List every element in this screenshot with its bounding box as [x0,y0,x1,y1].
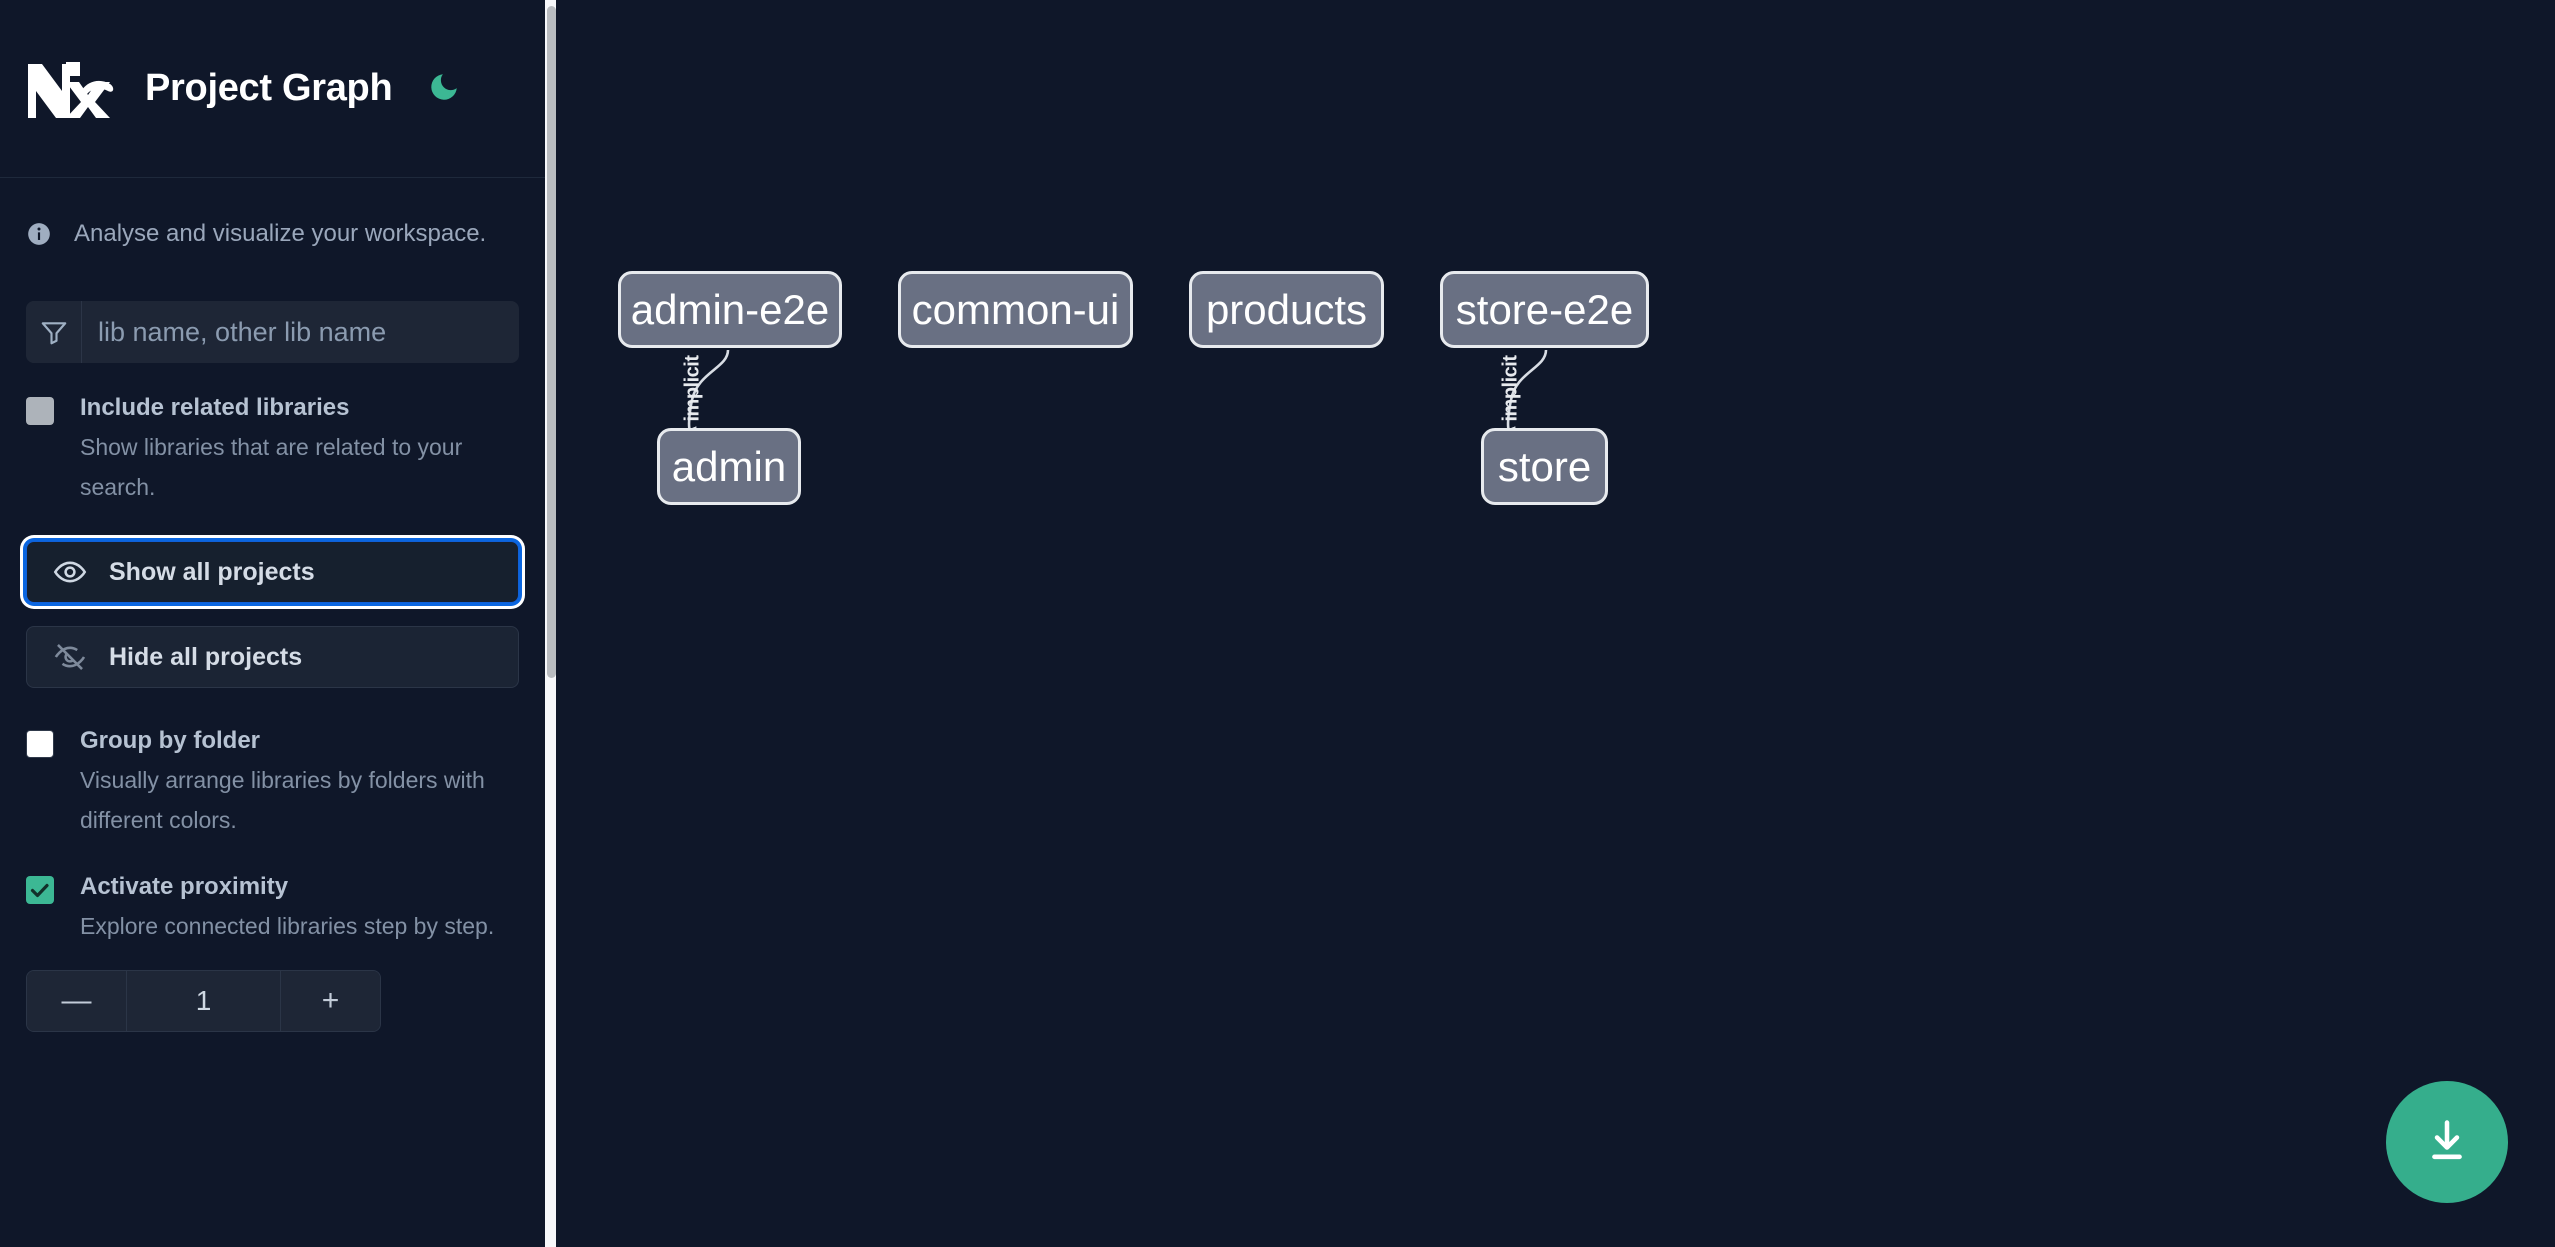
proximity-increment-button[interactable]: + [280,971,380,1031]
option-group-by-folder[interactable]: Group by folder Visually arrange librari… [0,726,545,840]
proximity-decrement-button[interactable]: — [27,971,127,1031]
theme-toggle-button[interactable] [422,67,466,111]
graph-edges [679,349,1548,447]
tagline: Analyse and visualize your workspace. [0,178,545,290]
show-all-projects-button[interactable]: Show all projects [26,541,519,603]
edge-label-implicit: implicit [1499,355,1522,422]
option-title: Activate proximity [80,873,289,900]
option-include-related-libraries[interactable]: Include related libraries Show libraries… [0,393,545,507]
sidebar-scrollbar-thumb[interactable] [547,6,556,678]
sidebar: Project Graph Ana [0,0,556,1247]
eye-off-icon [53,640,87,674]
graph-node-store-e2e[interactable]: store-e2e [1440,271,1649,348]
download-icon [2421,1115,2473,1170]
hide-all-projects-label: Hide all projects [109,642,303,671]
edge-label-implicit: implicit [681,355,704,422]
graph-node-store[interactable]: store [1481,428,1608,505]
project-graph-canvas[interactable]: implicit implicit admin-e2e common-ui pr… [556,0,2555,1247]
option-activate-proximity[interactable]: Activate proximity Explore connected lib… [0,872,545,946]
sidebar-scrollbar[interactable] [545,0,556,1247]
graph-node-products[interactable]: products [1189,271,1384,348]
page-title: Project Graph [145,67,393,109]
nx-logo [26,58,114,120]
option-description: Show libraries that are related to your … [80,434,463,500]
group-by-folder-checkbox[interactable] [26,730,54,758]
graph-node-admin[interactable]: admin [657,428,801,505]
search-input[interactable] [82,301,519,363]
search-box[interactable] [26,301,519,363]
proximity-stepper[interactable]: — 1 + [26,970,381,1032]
graph-node-admin-e2e[interactable]: admin-e2e [618,271,842,348]
download-button[interactable] [2386,1081,2508,1203]
include-related-libraries-checkbox[interactable] [26,397,54,425]
option-description: Explore connected libraries step by step… [80,913,495,939]
info-icon [26,221,52,247]
sidebar-header: Project Graph [0,0,545,178]
moon-icon [427,70,461,107]
tagline-text: Analyse and visualize your workspace. [74,220,487,247]
option-description: Visually arrange libraries by folders wi… [80,767,485,833]
proximity-stepper-container: — 1 + [0,970,545,1032]
visibility-buttons: Show all projects Hide all projects [0,541,545,688]
proximity-value: 1 [127,971,280,1031]
hide-all-projects-button[interactable]: Hide all projects [26,626,519,688]
search-container [0,301,545,363]
option-title: Group by folder [80,727,260,754]
graph-node-common-ui[interactable]: common-ui [898,271,1133,348]
activate-proximity-checkbox[interactable] [26,876,54,904]
option-title: Include related libraries [80,394,350,421]
filter-icon[interactable] [26,301,82,363]
show-all-projects-label: Show all projects [109,557,315,586]
eye-icon [53,555,87,589]
